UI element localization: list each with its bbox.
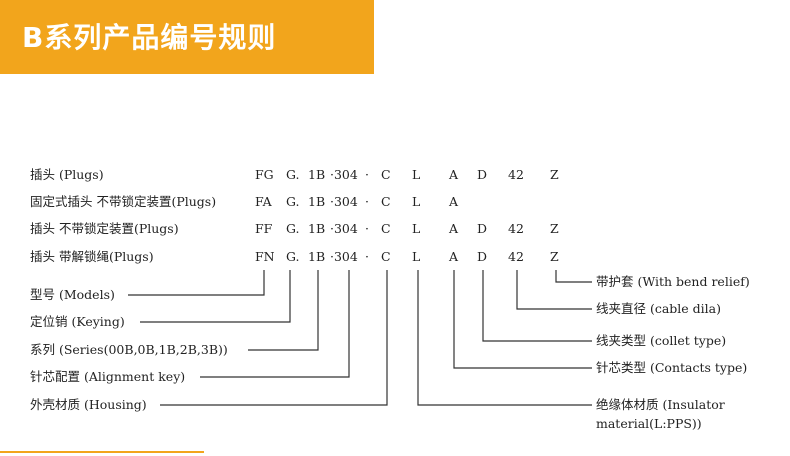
code-contacts: A xyxy=(448,249,459,264)
code-housing: C xyxy=(381,249,391,264)
connector-bend-relief xyxy=(555,270,592,283)
code-keying: G. xyxy=(286,194,300,209)
code-contacts: A xyxy=(448,167,459,182)
code-cable: 42 xyxy=(508,167,524,182)
code-collet: D xyxy=(477,249,487,264)
legend-insulator-2: material(L:PPS)) xyxy=(596,416,702,431)
code-keying: G. xyxy=(286,167,300,182)
code-model: FG xyxy=(255,167,274,182)
connector-insulator xyxy=(417,270,592,406)
row-label-fixed-plugs: 固定式插头 不带锁定装置(Plugs) xyxy=(30,194,216,209)
title-banner: B系列产品编号规则 xyxy=(0,0,374,74)
connector-housing xyxy=(160,270,388,406)
code-collet: D xyxy=(477,167,487,182)
code-series: 1B xyxy=(308,221,325,236)
bottom-accent-line xyxy=(0,451,204,453)
legend-insulator-1: 绝缘体材质 (Insulator xyxy=(596,397,725,412)
code-insulator: L xyxy=(412,249,420,264)
code-housing: C xyxy=(381,167,391,182)
code-insulator: L xyxy=(412,221,420,236)
code-series: 1B xyxy=(308,249,325,264)
code-row-1: FA G. 1B ·304 · C L A xyxy=(255,194,459,209)
code-row-2: FF G. 1B ·304 · C L A D 42 Z xyxy=(255,221,559,236)
code-alignment: ·304 xyxy=(330,167,358,182)
code-relief: Z xyxy=(550,167,559,182)
legend-models: 型号 (Models) xyxy=(30,287,115,302)
connector-collet-type xyxy=(482,270,592,342)
row-label-plugs: 插头 (Plugs) xyxy=(30,167,104,182)
code-alignment: ·304 xyxy=(330,249,358,264)
code-keying: G. xyxy=(286,249,300,264)
code-cable: 42 xyxy=(508,249,524,264)
legend-bend-relief: 带护套 (With bend relief) xyxy=(596,274,750,289)
code-dot: · xyxy=(365,249,369,264)
connector-alignment xyxy=(200,270,350,378)
connector-contacts-type xyxy=(453,270,592,369)
connector-series xyxy=(248,270,319,351)
code-collet: D xyxy=(477,221,487,236)
code-alignment: ·304 xyxy=(330,221,358,236)
legend-series: 系列 (Series(00B,0B,1B,2B,3B)) xyxy=(30,342,228,357)
code-contacts: A xyxy=(448,194,459,209)
code-row-0: FG G. 1B ·304 · C L A D 42 Z xyxy=(255,167,559,182)
connector-cable-dia xyxy=(516,270,592,310)
code-cable: 42 xyxy=(508,221,524,236)
code-contacts: A xyxy=(448,221,459,236)
code-dot: · xyxy=(365,167,369,182)
code-model: FA xyxy=(255,194,273,209)
code-model: FF xyxy=(255,221,273,236)
connector-models xyxy=(128,270,265,296)
code-housing: C xyxy=(381,221,391,236)
code-dot: · xyxy=(365,194,369,209)
code-model: FN xyxy=(255,249,275,264)
legend-contacts-type: 针芯类型 (Contacts type) xyxy=(596,360,747,375)
code-series: 1B xyxy=(308,167,325,182)
code-keying: G. xyxy=(286,221,300,236)
connector-keying xyxy=(140,270,291,323)
code-series: 1B xyxy=(308,194,325,209)
code-relief: Z xyxy=(550,221,559,236)
code-housing: C xyxy=(381,194,391,209)
row-label-lanyard-plugs: 插头 带解锁绳(Plugs) xyxy=(30,249,154,264)
legend-alignment: 针芯配置 (Alignment key) xyxy=(30,369,185,384)
code-dot: · xyxy=(365,221,369,236)
row-label-unlocked-plugs: 插头 不带锁定装置(Plugs) xyxy=(30,221,179,236)
code-insulator: L xyxy=(412,194,420,209)
page-title: B系列产品编号规则 xyxy=(22,21,277,54)
code-row-3: FN G. 1B ·304 · C L A D 42 Z xyxy=(255,249,559,264)
legend-housing: 外壳材质 (Housing) xyxy=(30,397,147,412)
legend-keying: 定位销 (Keying) xyxy=(30,314,125,329)
code-insulator: L xyxy=(412,167,420,182)
code-relief: Z xyxy=(550,249,559,264)
legend-cable-dia: 线夹直径 (cable dila) xyxy=(596,301,721,316)
code-alignment: ·304 xyxy=(330,194,358,209)
legend-collet-type: 线夹类型 (collet type) xyxy=(596,333,726,348)
